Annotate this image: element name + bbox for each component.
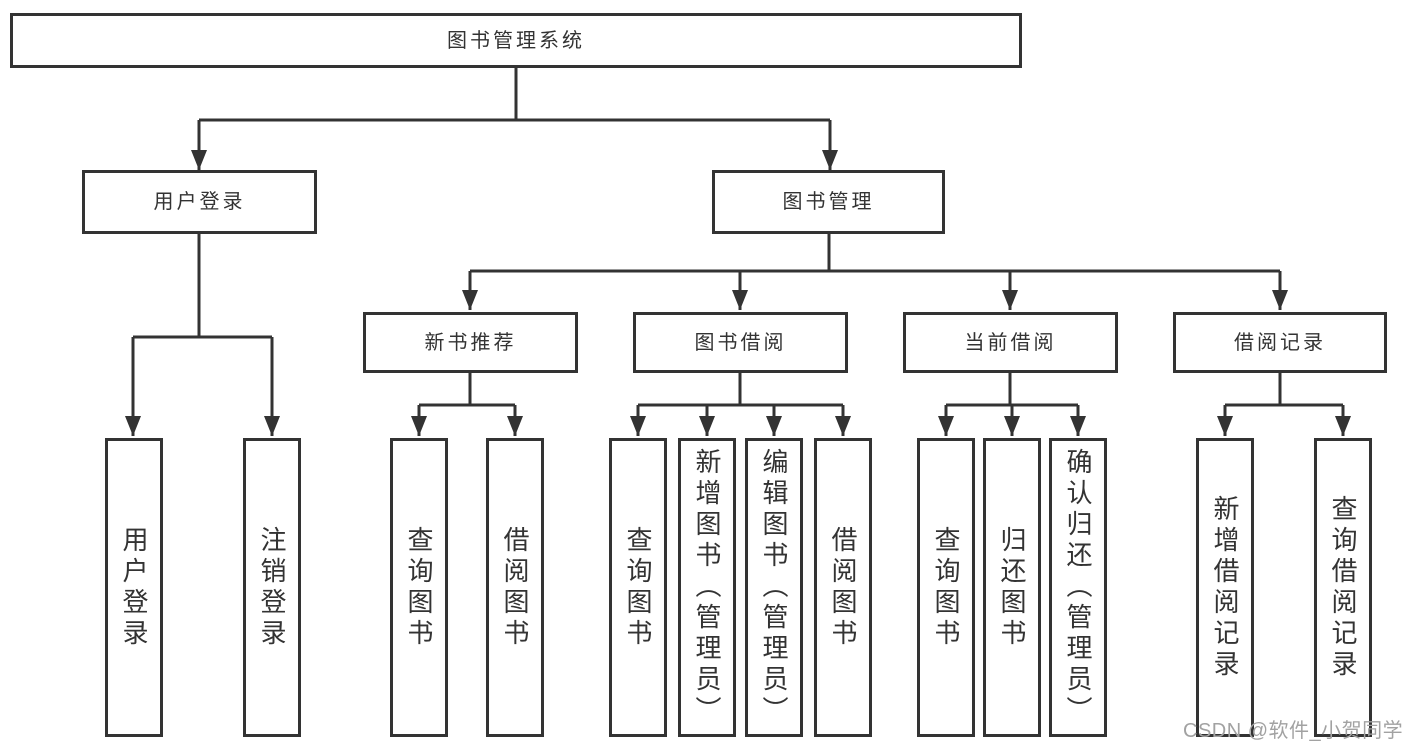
node-label: 归还图书 <box>997 525 1027 650</box>
connector-current-borrow-to-leaves <box>938 373 1086 436</box>
node-label: 新增借阅记录 <box>1210 494 1240 681</box>
node-label: 查询图书 <box>623 525 653 650</box>
leaf-add-books-admin: 新增图书（管理员） <box>678 438 736 737</box>
connector-root-to-level2 <box>191 68 838 170</box>
node-label: 查询借阅记录 <box>1328 494 1358 681</box>
connector-book-borrow-to-leaves <box>630 373 851 436</box>
node-label: 确认归还（管理员） <box>1063 448 1093 727</box>
leaf-query-books-borrow: 查询图书 <box>609 438 667 737</box>
node-label: 图书管理系统 <box>447 29 585 52</box>
leaf-edit-books-admin: 编辑图书（管理员） <box>745 438 803 737</box>
node-label: 用户登录 <box>153 191 246 213</box>
leaf-logout: 注销登录 <box>243 438 301 737</box>
node-label: 注销登录 <box>257 525 287 650</box>
connector-book-mgmt-to-level3 <box>462 234 1288 310</box>
connector-new-books-to-leaves <box>411 373 523 436</box>
node-new-books: 新书推荐 <box>363 312 578 373</box>
connector-borrow-records-to-leaves <box>1217 373 1351 436</box>
node-book-borrow: 图书借阅 <box>633 312 848 373</box>
leaf-query-borrow-record: 查询借阅记录 <box>1314 438 1372 737</box>
node-root-library-system: 图书管理系统 <box>10 13 1022 68</box>
node-label: 新增图书（管理员） <box>692 448 722 727</box>
node-label: 当前借阅 <box>964 331 1057 354</box>
leaf-borrow-books: 借阅图书 <box>814 438 872 737</box>
connector-user-login-to-leaves <box>125 234 280 436</box>
node-label: 借阅图书 <box>828 525 858 650</box>
node-label: 编辑图书（管理员） <box>759 448 789 727</box>
node-label: 查询图书 <box>404 525 434 650</box>
csdn-watermark: CSDN @软件_小贺同学 <box>1183 720 1404 742</box>
node-label: 借阅记录 <box>1234 331 1326 354</box>
node-book-mgmt: 图书管理 <box>712 170 945 234</box>
node-label: 用户登录 <box>119 525 149 650</box>
node-label: 新书推荐 <box>424 331 517 354</box>
leaf-return-books: 归还图书 <box>983 438 1041 737</box>
node-borrow-records: 借阅记录 <box>1173 312 1387 373</box>
leaf-user-login: 用户登录 <box>105 438 163 737</box>
node-user-login: 用户登录 <box>82 170 317 234</box>
node-label: 图书管理 <box>782 191 875 213</box>
node-current-borrow: 当前借阅 <box>903 312 1118 373</box>
leaf-add-borrow-record: 新增借阅记录 <box>1196 438 1254 737</box>
leaf-borrow-books-newbooks: 借阅图书 <box>486 438 544 737</box>
node-label: 借阅图书 <box>500 525 530 650</box>
leaf-query-books-current: 查询图书 <box>917 438 975 737</box>
node-label: 图书借阅 <box>694 331 787 354</box>
node-label: 查询图书 <box>931 525 961 650</box>
leaf-confirm-return-admin: 确认归还（管理员） <box>1049 438 1107 737</box>
leaf-query-books-newbooks: 查询图书 <box>390 438 448 737</box>
